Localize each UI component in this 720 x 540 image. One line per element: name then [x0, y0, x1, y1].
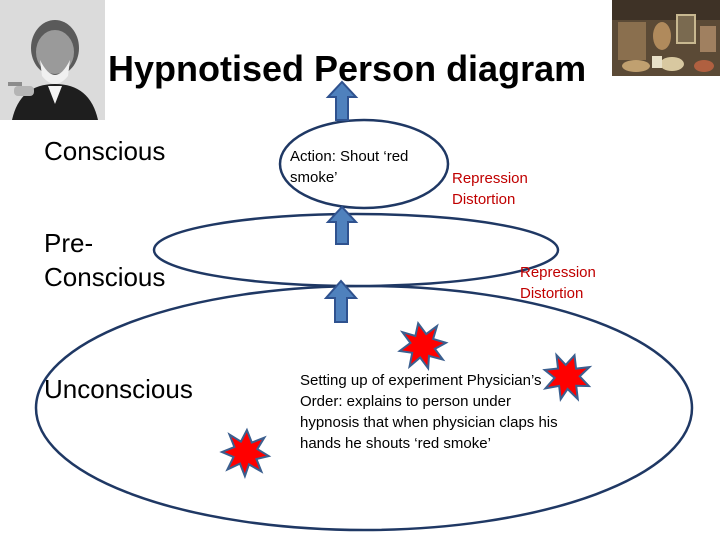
consulting-room-photo [612, 0, 720, 76]
conscious-ellipse [278, 118, 450, 210]
starburst-icon [542, 352, 593, 403]
up-arrow-icon [325, 205, 359, 245]
preconscious-label: Pre-Conscious [44, 228, 166, 292]
preconscious-ellipse [152, 212, 560, 288]
portrait-photo [0, 0, 105, 120]
action-note: Action: Shout ‘red smoke’ [290, 148, 409, 186]
experiment-setup-note: Setting up of experiment Physician’s Ord… [300, 372, 558, 452]
distortion-label: Distortion [520, 285, 584, 302]
repression-label: Repression [452, 170, 528, 187]
repression-label: Repression [520, 264, 596, 281]
starburst-icon [397, 320, 449, 372]
up-arrow-icon [323, 279, 359, 323]
repression-note-lower: Repression Distortion [520, 262, 596, 304]
conscious-label: Conscious [44, 136, 166, 166]
distortion-label: Distortion [452, 191, 516, 208]
up-arrow-icon [325, 80, 359, 121]
page-title: Hypnotised Person diagram [108, 48, 587, 89]
unconscious-label: Unconscious [44, 374, 193, 404]
starburst-icon [219, 427, 272, 479]
repression-note-upper: Repression Distortion [452, 168, 528, 210]
